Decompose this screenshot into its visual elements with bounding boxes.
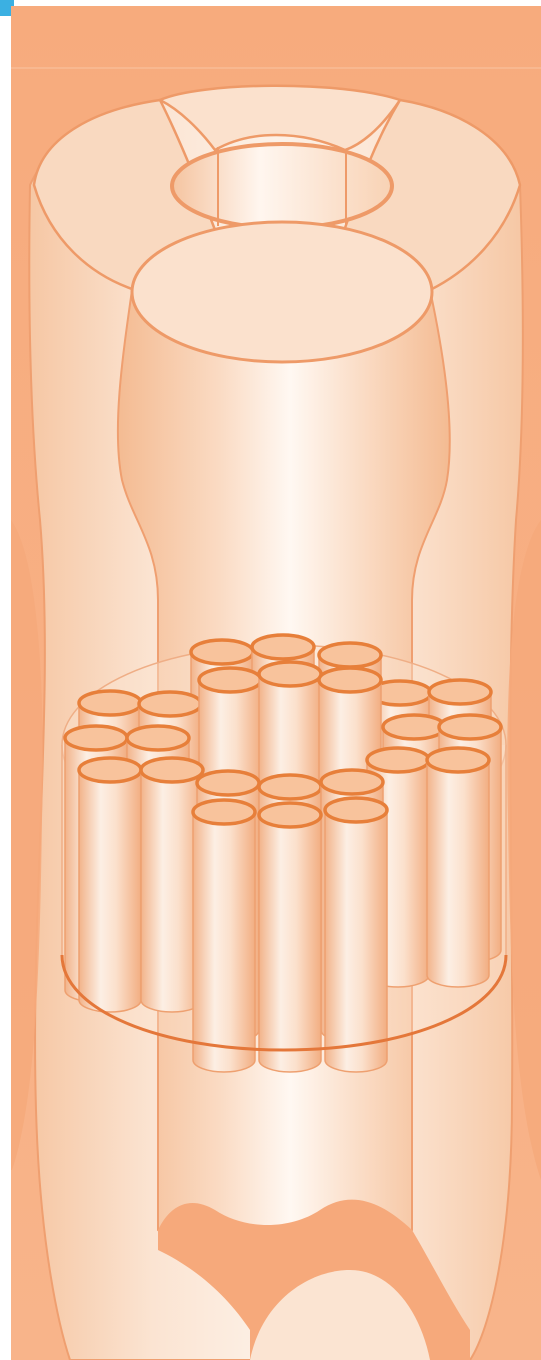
cylinder-top — [79, 758, 141, 782]
cylinder-top — [199, 668, 261, 692]
cylinder-top — [139, 692, 201, 716]
bundle-cylinder — [325, 798, 387, 1072]
bundle-cylinder — [193, 800, 255, 1072]
cylinder-top — [319, 668, 381, 692]
cylinder-top — [427, 748, 489, 772]
top-lumen — [172, 144, 392, 228]
cylinder-body — [427, 760, 489, 987]
bundle-cylinder — [259, 803, 321, 1072]
cylinder-body — [79, 770, 141, 1012]
cylinder-top — [429, 680, 491, 704]
cylinder-top — [141, 758, 203, 782]
inner-shaft-top — [132, 222, 432, 362]
cylinder-top — [79, 691, 141, 715]
cylinder-body — [259, 815, 321, 1072]
cylinder-top — [252, 635, 314, 659]
cylinder-top — [367, 748, 429, 772]
cylinder-top — [127, 726, 189, 750]
cylinder-top — [259, 662, 321, 686]
cylinder-body — [325, 810, 387, 1072]
bundle-cylinder — [427, 748, 489, 987]
cylinder-top — [259, 803, 321, 827]
cylinder-top — [197, 771, 259, 795]
cylinder-top — [319, 643, 381, 667]
cylinder-top — [193, 800, 255, 824]
cylinder-top — [65, 726, 127, 750]
cylinder-top — [191, 640, 253, 664]
cylinder-top — [321, 770, 383, 794]
cylinder-top — [259, 775, 321, 799]
cylinder-body — [193, 812, 255, 1072]
cylinder-top — [439, 715, 501, 739]
cylinder-top — [383, 715, 445, 739]
bundle-cylinder — [79, 758, 141, 1012]
cylinder-top — [325, 798, 387, 822]
